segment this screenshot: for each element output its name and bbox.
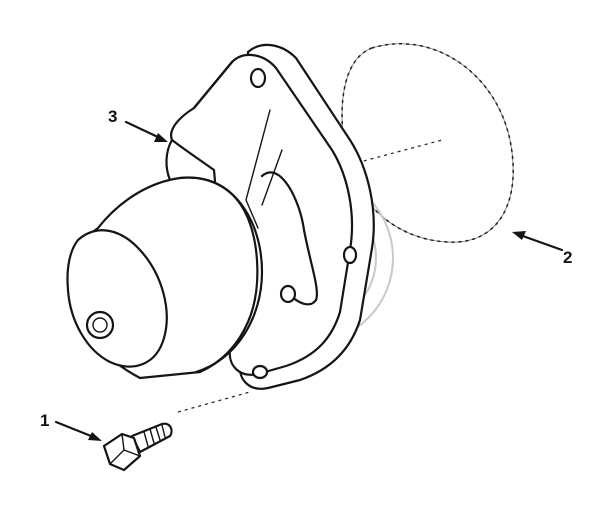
callout-leader-1: [54, 420, 102, 441]
callout-label-2: 2: [563, 248, 572, 267]
callout-leader-3: [124, 120, 168, 142]
callout-leader-2: [512, 231, 564, 252]
alignment-line-bolt: [177, 391, 251, 413]
callout-label-1: 1: [40, 411, 49, 430]
gasket: [341, 43, 514, 243]
alignment-line-gasket: [329, 139, 443, 171]
callout-label-3: 3: [108, 107, 117, 126]
water-pump: [66, 43, 375, 390]
bolt: [102, 422, 173, 472]
